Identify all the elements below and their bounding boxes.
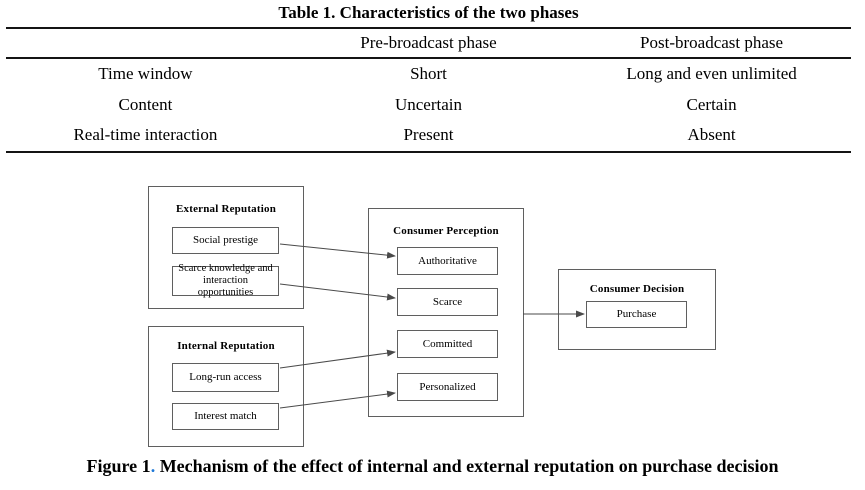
table-cell: Real-time interaction bbox=[73, 125, 218, 145]
node-long-run-access: Long-run access bbox=[172, 363, 279, 392]
table-cell: Uncertain bbox=[394, 94, 462, 114]
node-purchase: Purchase bbox=[586, 301, 687, 328]
table-body: Time window Short Long and even unlimite… bbox=[6, 59, 851, 153]
group-title: Consumer Decision bbox=[589, 283, 685, 295]
figure-caption-dot: . bbox=[150, 456, 156, 476]
table-1: Table 1. Characteristics of the two phas… bbox=[6, 0, 851, 153]
consumer-decision-group-box: Consumer Decision Purchase bbox=[558, 269, 716, 350]
node-scarce: Scarce bbox=[397, 288, 498, 316]
node-authoritative: Authoritative bbox=[397, 247, 498, 275]
table-row: Real-time interaction Present Absent bbox=[6, 120, 851, 151]
table-header-cell: Pre-broadcast phase bbox=[360, 33, 497, 52]
node-scarce-knowledge: Scarce knowledge and interaction opportu… bbox=[172, 263, 279, 298]
node-interest-match: Interest match bbox=[172, 403, 279, 430]
group-title: External Reputation bbox=[175, 203, 277, 215]
node-committed: Committed bbox=[397, 330, 498, 358]
group-title: Internal Reputation bbox=[177, 340, 275, 352]
table-caption: Table 1. Characteristics of the two phas… bbox=[278, 3, 579, 22]
table-row: Content Uncertain Certain bbox=[6, 90, 851, 121]
table-cell: Certain bbox=[686, 94, 737, 114]
figure-caption-label: Figure 1 bbox=[86, 456, 151, 476]
external-reputation-group-box: External Reputation Social prestige Scar… bbox=[148, 186, 304, 309]
node-personalized: Personalized bbox=[397, 373, 498, 401]
consumer-perception-group-box: Consumer Perception Authoritative Scarce… bbox=[368, 208, 524, 417]
figure-caption-text: Mechanism of the effect of internal and … bbox=[155, 456, 779, 476]
table-cell: Time window bbox=[98, 64, 193, 84]
table-cell: Absent bbox=[687, 125, 736, 145]
table-cell: Long and even unlimited bbox=[626, 64, 797, 84]
table-cell: Short bbox=[410, 64, 447, 84]
table-cell: Content bbox=[118, 94, 173, 114]
node-social-prestige: Social prestige bbox=[172, 227, 279, 254]
table-header-cell: Post-broadcast phase bbox=[640, 33, 784, 52]
group-title: Consumer Perception bbox=[393, 225, 499, 237]
table-header-row: Pre-broadcast phase Post-broadcast phase bbox=[6, 27, 851, 59]
figure-caption: Figure 1. Mechanism of the effect of int… bbox=[0, 456, 865, 477]
internal-reputation-group-box: Internal Reputation Long-run access Inte… bbox=[148, 326, 304, 447]
table-row: Time window Short Long and even unlimite… bbox=[6, 59, 851, 90]
table-cell: Present bbox=[403, 125, 454, 145]
